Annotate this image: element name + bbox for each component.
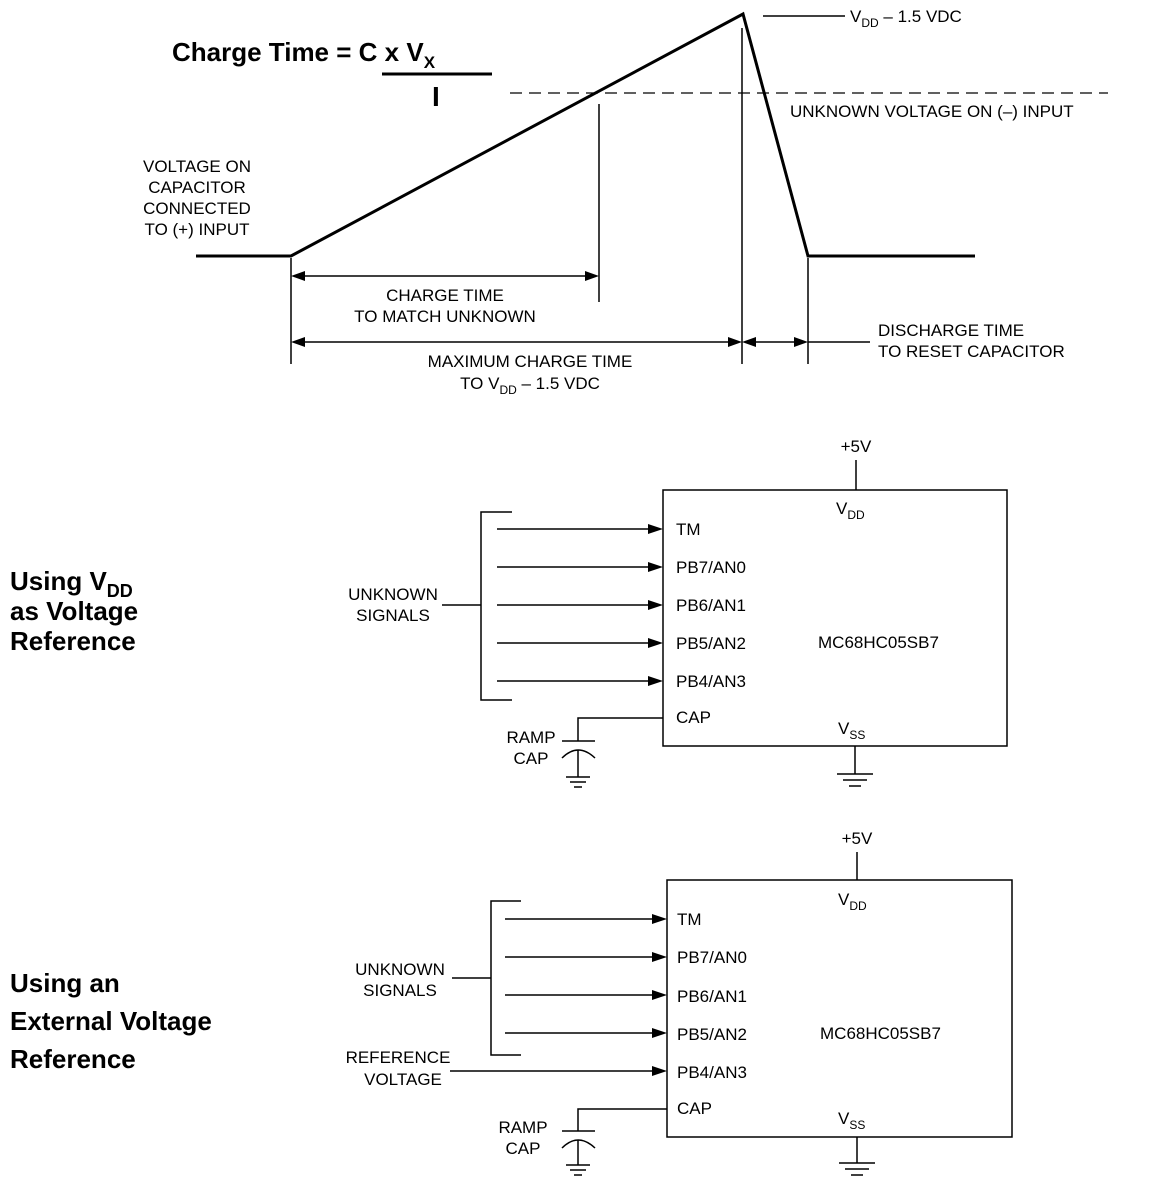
pin-labels-2: TM PB7/AN0 PB6/AN1 PB5/AN2 PB4/AN3 CAP <box>677 910 747 1118</box>
capacitor-voltage-waveform <box>196 11 975 258</box>
svg-text:CAP: CAP <box>506 1139 541 1158</box>
mcu-chip-1 <box>662 489 1008 747</box>
svg-text:PB7/AN0: PB7/AN0 <box>676 558 746 577</box>
circuit-external-reference: Using an External Voltage Reference +5V … <box>10 829 1013 1176</box>
svg-text:TO MATCH UNKNOWN: TO MATCH UNKNOWN <box>354 307 536 326</box>
supply-label-2: +5V <box>842 829 873 848</box>
vdd-label-1: VDD <box>836 499 865 522</box>
svg-text:PB7/AN0: PB7/AN0 <box>677 948 747 967</box>
vdd-label-2: VDD <box>838 890 867 913</box>
chip-name-1: MC68HC05SB7 <box>818 633 939 652</box>
svg-text:PB5/AN2: PB5/AN2 <box>676 634 746 653</box>
mcu-chip-2 <box>666 879 1013 1138</box>
unknown-voltage-label: UNKNOWN VOLTAGE ON (–) INPUT <box>790 102 1074 121</box>
vss-label-1: VSS <box>838 719 865 742</box>
timing-diagram: Charge Time = C x VX I VDD – 1.5 VDC UNK… <box>143 7 1108 397</box>
svg-text:RAMP: RAMP <box>506 728 555 747</box>
circuit2-title-3: Reference <box>10 1044 136 1074</box>
svg-text:REFERENCE: REFERENCE <box>346 1048 451 1067</box>
signals-bracket-2 <box>490 900 521 1056</box>
charge-time-label: CHARGE TIME TO MATCH UNKNOWN <box>354 286 536 326</box>
svg-text:PB4/AN3: PB4/AN3 <box>676 672 746 691</box>
svg-text:PB5/AN2: PB5/AN2 <box>677 1025 747 1044</box>
circuit2-title-1: Using an <box>10 968 120 998</box>
svg-text:TO VDD – 1.5 VDC: TO VDD – 1.5 VDC <box>460 374 600 397</box>
svg-text:CAP: CAP <box>677 1099 712 1118</box>
signals-label-2: UNKNOWN SIGNALS <box>355 960 445 1000</box>
svg-text:as Voltage: as Voltage <box>10 596 138 626</box>
svg-text:TM: TM <box>676 520 701 539</box>
vss-label-2: VSS <box>838 1109 865 1132</box>
input-arrows-2 <box>450 914 667 1076</box>
ramp-cap-label-2: RAMP CAP <box>498 1118 547 1158</box>
ground-icon <box>837 773 873 787</box>
pin-labels-1: TM PB7/AN0 PB6/AN1 PB5/AN2 PB4/AN3 CAP <box>676 520 746 727</box>
svg-text:UNKNOWN: UNKNOWN <box>355 960 445 979</box>
svg-text:PB4/AN3: PB4/AN3 <box>677 1063 747 1082</box>
svg-text:CONNECTED: CONNECTED <box>143 199 251 218</box>
svg-text:PB6/AN1: PB6/AN1 <box>676 596 746 615</box>
circuit1-title: Using VDD <box>10 566 133 601</box>
formula-numerator: Charge Time = C x VX <box>172 37 436 72</box>
svg-text:RAMP: RAMP <box>498 1118 547 1137</box>
ground-icon <box>839 1162 875 1176</box>
signals-label-1: UNKNOWN SIGNALS <box>348 585 438 625</box>
svg-text:MAXIMUM CHARGE TIME: MAXIMUM CHARGE TIME <box>428 352 633 371</box>
svg-text:CHARGE TIME: CHARGE TIME <box>386 286 504 305</box>
svg-text:UNKNOWN: UNKNOWN <box>348 585 438 604</box>
input-arrows-1 <box>497 524 663 686</box>
svg-text:CAPACITOR: CAPACITOR <box>148 178 246 197</box>
svg-text:Reference: Reference <box>10 626 136 656</box>
chip-name-2: MC68HC05SB7 <box>820 1024 941 1043</box>
capacitor-label: VOLTAGE ON CAPACITOR CONNECTED TO (+) IN… <box>143 157 251 239</box>
discharge-label-1: DISCHARGE TIME <box>878 321 1024 340</box>
discharge-label-2: TO RESET CAPACITOR <box>878 342 1065 361</box>
svg-text:CAP: CAP <box>514 749 549 768</box>
svg-text:CAP: CAP <box>676 708 711 727</box>
reference-voltage-label: REFERENCE VOLTAGE <box>346 1048 451 1089</box>
svg-text:TO (+) INPUT: TO (+) INPUT <box>145 220 250 239</box>
svg-text:VOLTAGE: VOLTAGE <box>364 1070 442 1089</box>
svg-text:SIGNALS: SIGNALS <box>356 606 430 625</box>
svg-text:SIGNALS: SIGNALS <box>363 981 437 1000</box>
max-charge-label: MAXIMUM CHARGE TIME TO VDD – 1.5 VDC <box>428 352 633 397</box>
ramp-cap-label-1: RAMP CAP <box>506 728 555 768</box>
svg-text:PB6/AN1: PB6/AN1 <box>677 987 747 1006</box>
peak-voltage-label: VDD – 1.5 VDC <box>850 7 962 30</box>
circuit2-title-2: External Voltage <box>10 1006 212 1036</box>
formula-denominator: I <box>432 81 440 112</box>
supply-label-1: +5V <box>841 437 872 456</box>
ground-icon <box>566 776 590 788</box>
circuit-vdd-reference: Using VDD as Voltage Reference +5V VDD V… <box>10 437 1008 788</box>
svg-text:VOLTAGE ON: VOLTAGE ON <box>143 157 251 176</box>
ground-icon <box>566 1164 590 1176</box>
cap-wire-2 <box>577 1108 667 1131</box>
signals-bracket-1 <box>480 511 512 701</box>
svg-text:TM: TM <box>677 910 702 929</box>
cap-wire-1 <box>577 717 663 741</box>
